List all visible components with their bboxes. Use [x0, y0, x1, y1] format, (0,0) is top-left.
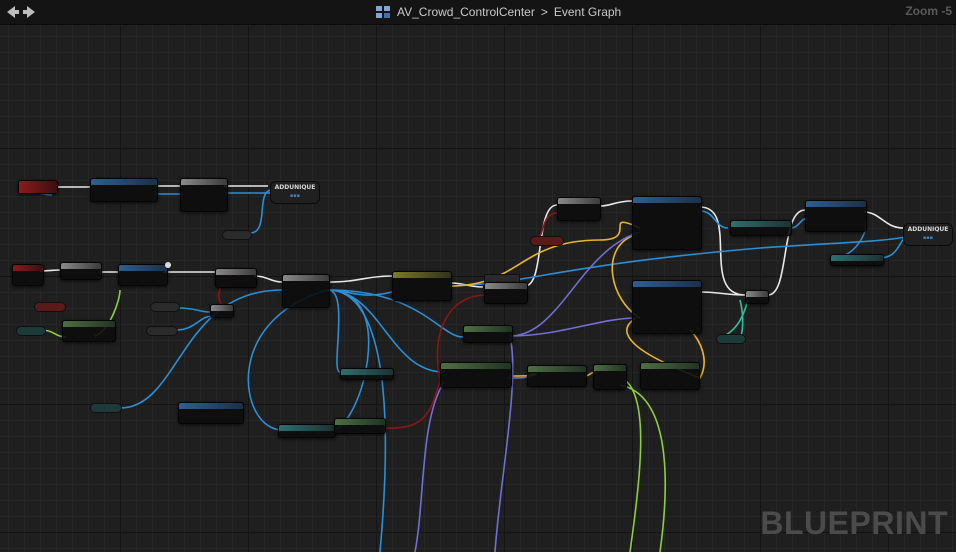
object-wire [699, 210, 729, 229]
sequence-node[interactable] [215, 268, 257, 288]
cast-to-event-controller-node[interactable] [805, 200, 867, 232]
people-ref-variable-node[interactable] [716, 334, 746, 344]
add-unique-dots: ▪▪▪ [289, 193, 301, 199]
random-point-in-bounding-box-node[interactable] [527, 365, 587, 387]
object-wire [719, 299, 749, 339]
object-wire [178, 307, 211, 313]
vector-wire [449, 221, 641, 287]
branch-node[interactable] [60, 262, 102, 280]
float-wire [624, 379, 642, 552]
zoom-level-label: Zoom -5 [905, 4, 952, 18]
bool-variable-node[interactable] [34, 302, 66, 312]
make-vector-node[interactable] [640, 362, 700, 390]
blueprint-watermark: BLUEPRINT [760, 505, 948, 541]
set-variable-node[interactable] [730, 220, 792, 236]
branch-node-3[interactable] [557, 197, 601, 221]
exec-wire [599, 200, 633, 207]
add-unique-node-2[interactable]: ADDUNIQUE ▪▪▪ [903, 223, 953, 246]
array-get-node[interactable] [334, 418, 386, 434]
sequence-node-2[interactable] [745, 290, 769, 304]
float-variable-node[interactable] [16, 326, 46, 336]
branch-node-2[interactable] [484, 282, 528, 304]
vector-wire [611, 235, 641, 319]
event-begin-play-node[interactable] [18, 180, 58, 194]
add-unique-label: ADDUNIQUE [907, 226, 949, 233]
float-wire [619, 384, 666, 552]
bool-variable-node-2[interactable] [530, 236, 564, 246]
spawn-actor-from-class-node[interactable] [632, 196, 702, 250]
get-target-node[interactable] [340, 368, 394, 380]
random-float-in-range-node[interactable] [62, 320, 116, 342]
asset-name-link[interactable]: AV_Crowd_ControlCenter [397, 5, 535, 19]
object-wire [175, 315, 213, 331]
get-random-point-node[interactable] [440, 362, 512, 388]
breadcrumb: AV_Crowd_ControlCenter > Event Graph [375, 4, 621, 20]
get-node[interactable] [278, 424, 336, 438]
object-wire [327, 289, 387, 552]
exec-wire [699, 291, 746, 296]
back-arrow-icon[interactable] [4, 3, 22, 21]
exec-wire [863, 211, 904, 229]
for-each-loop-node-2[interactable] [282, 274, 330, 308]
struct-wire [494, 336, 514, 552]
people-variable-node-2[interactable] [146, 326, 178, 336]
object-wire [327, 289, 464, 338]
vector-plus-node[interactable] [593, 364, 627, 390]
object-wire [119, 289, 283, 409]
get-all-actors-with-tag-node[interactable] [178, 402, 244, 424]
forward-arrow-icon[interactable] [20, 3, 38, 21]
object-wire [249, 189, 273, 234]
struct-wire [414, 381, 445, 552]
graph-toolbar: AV_Crowd_ControlCenter > Event Graph Zoo… [0, 0, 956, 25]
blueprint-class-icon [376, 6, 390, 18]
reroute-node[interactable] [210, 304, 234, 318]
actor-array-variable-node[interactable] [90, 403, 122, 413]
add-unique-dots: ▪▪▪ [922, 235, 934, 241]
delay-node[interactable] [118, 264, 168, 286]
graph-name-label: Event Graph [553, 5, 622, 19]
object-wire [247, 289, 329, 431]
breadcrumb-separator: > [540, 5, 548, 19]
get-all-actors-node[interactable] [90, 178, 158, 202]
object-wire [327, 289, 341, 373]
bool-wire [379, 294, 487, 430]
exec-wire [327, 275, 393, 283]
get-actor-location-node[interactable] [463, 325, 513, 343]
struct-wire [509, 231, 641, 337]
exec-wire [253, 275, 283, 283]
object-wire [327, 289, 393, 296]
for-each-loop-node[interactable] [180, 178, 228, 212]
struct-wire [509, 317, 637, 337]
cast-to-node[interactable] [392, 271, 452, 301]
people-variable-node[interactable] [150, 302, 180, 312]
exec-wire [767, 209, 806, 296]
add-unique-node-1[interactable]: ADDUNIQUE ▪▪▪ [270, 181, 320, 204]
delay-clock-icon [165, 262, 171, 268]
event-tick-node[interactable] [12, 264, 44, 286]
get-target-node-2[interactable] [830, 254, 884, 266]
spawn-actor-from-class-node-2[interactable] [632, 280, 702, 334]
variable-get-node[interactable] [222, 230, 252, 240]
add-unique-label: ADDUNIQUE [274, 184, 316, 191]
object-wire [327, 289, 445, 373]
